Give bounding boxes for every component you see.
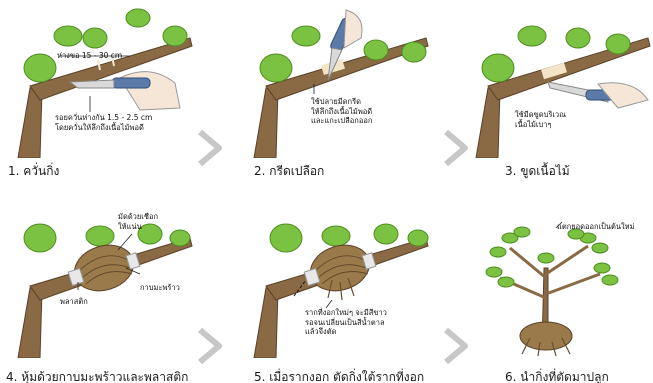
arrow-right-icon <box>195 326 225 366</box>
step-4-note-plastic: พลาสติก <box>60 297 88 306</box>
arrow-right-icon <box>441 326 471 366</box>
step-3-caption: 3. ขูดเนื้อไม้ <box>505 164 570 178</box>
step-1-caption: 1. ควั่นกิ่ง <box>8 164 60 178</box>
step-1-note-ring: รอยควั่นห่างกัน 1.5 - 2.5 cm โดยควั่นให้… <box>55 113 153 132</box>
arrow-right-icon <box>195 128 225 168</box>
step-1-illustration <box>0 8 195 158</box>
step-2-illustration <box>236 8 431 158</box>
step-5-caption: 5. เมื่อรากงอก ตัดกิ่งใต้รากที่งอก <box>254 370 425 383</box>
step-4-illustration <box>0 208 195 358</box>
step-6-caption: 6. นำกิ่งที่ตัดมาปลูก <box>505 370 609 383</box>
step-6-note: แตกยอดออกเป็นต้นใหม่ <box>557 222 635 231</box>
arrow-right-icon <box>441 128 471 168</box>
step-3-illustration <box>458 8 653 158</box>
step-6-illustration <box>470 208 653 358</box>
step-4-note-tie: มัดด้วยเชือก ให้แน่น <box>118 212 158 231</box>
step-5-note: รากที่งอกใหม่ๆ จะมีสีขาว รอจนเปลี่ยนเป็น… <box>305 308 387 336</box>
step-5-illustration <box>236 208 431 358</box>
step-1-note-distance: ห่างขอ 15 - 30 cm <box>57 51 123 60</box>
step-3-note: ใช้มีดขูดบริเวณ เนื้อไม้เบาๆ <box>515 110 567 129</box>
step-2-note: ใช้ปลายมีดกรีด ให้ลึกถึงเนื้อไม้พอดี และ… <box>311 97 373 125</box>
step-4-note-husk: กาบมะพร้าว <box>140 283 180 292</box>
step-4-caption: 4. หุ้มด้วยกาบมะพร้าวและพลาสติก <box>6 370 189 383</box>
step-2-caption: 2. กรีดเปลือก <box>254 164 325 178</box>
